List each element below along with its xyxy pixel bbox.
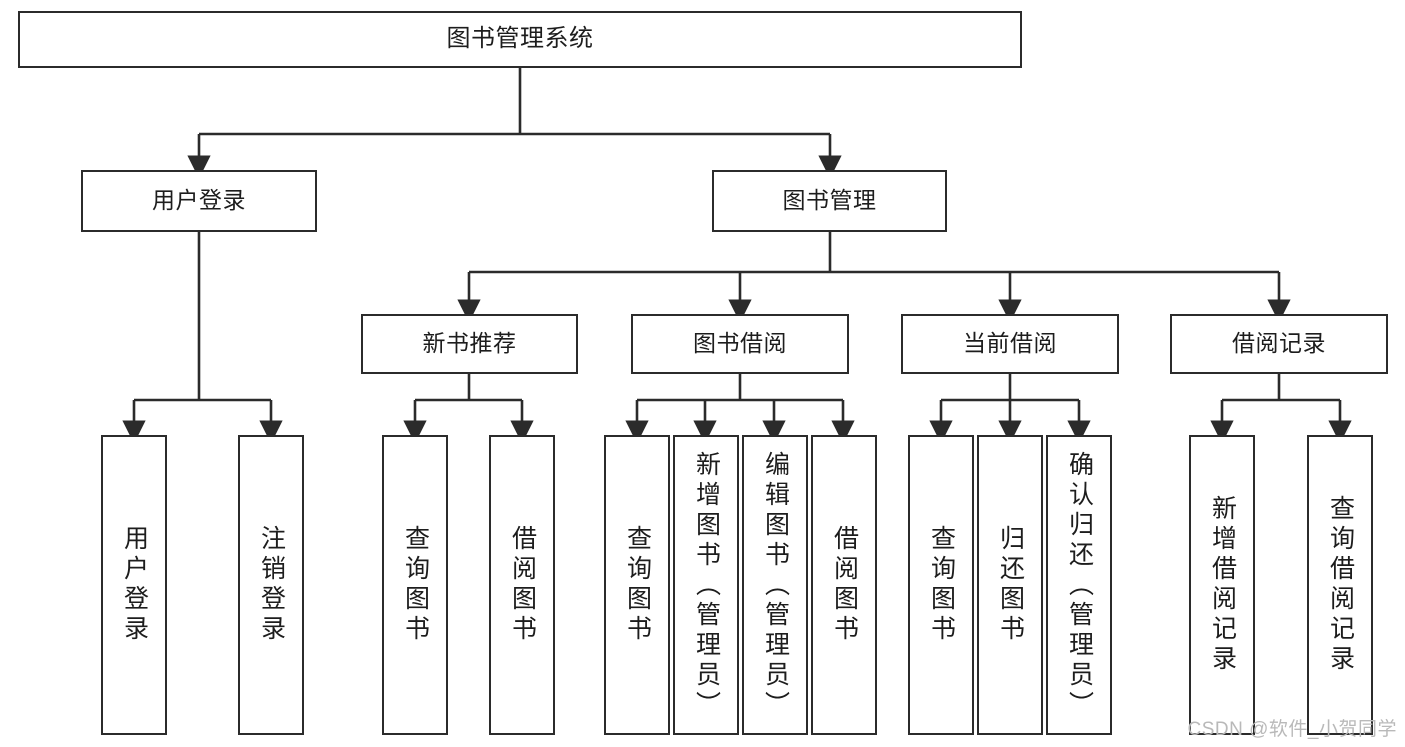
- node-root-system-label: 图书管理系统: [446, 25, 594, 53]
- node-current-borrow[interactable]: 当前借阅: [901, 314, 1119, 374]
- leaf-borrow-edit-book-admin[interactable]: 编辑图书（管理员）: [742, 435, 808, 735]
- node-book-borrow[interactable]: 图书借阅: [631, 314, 849, 374]
- node-book-management[interactable]: 图书管理: [712, 170, 947, 232]
- node-new-book-recommend-label: 新书推荐: [422, 330, 517, 357]
- node-book-management-label: 图书管理: [782, 187, 877, 214]
- node-book-borrow-label: 图书借阅: [693, 330, 787, 357]
- leaf-recommend-borrow-book[interactable]: 借阅图书: [489, 435, 555, 735]
- leaf-recommend-query-book-label: 查询图书: [401, 525, 430, 645]
- node-borrow-record-label: 借阅记录: [1232, 330, 1326, 357]
- leaf-borrow-query-book-label: 查询图书: [623, 525, 652, 645]
- leaf-current-return-book-label: 归还图书: [996, 525, 1025, 645]
- leaf-borrow-borrow-book[interactable]: 借阅图书: [811, 435, 877, 735]
- leaf-current-query-book-label: 查询图书: [927, 525, 956, 645]
- leaf-user-login-logout-label: 注销登录: [257, 525, 286, 645]
- leaf-current-confirm-return-admin[interactable]: 确认归还（管理员）: [1046, 435, 1112, 735]
- leaf-recommend-query-book[interactable]: 查询图书: [382, 435, 448, 735]
- leaf-borrow-query-book[interactable]: 查询图书: [604, 435, 670, 735]
- node-current-borrow-label: 当前借阅: [963, 330, 1057, 357]
- leaf-user-login-logout[interactable]: 注销登录: [238, 435, 304, 735]
- leaf-record-add-record-label: 新增借阅记录: [1208, 495, 1237, 675]
- leaf-record-add-record[interactable]: 新增借阅记录: [1189, 435, 1255, 735]
- leaf-current-return-book[interactable]: 归还图书: [977, 435, 1043, 735]
- leaf-user-login-login-label: 用户登录: [120, 525, 149, 645]
- leaf-record-query-record[interactable]: 查询借阅记录: [1307, 435, 1373, 735]
- leaf-borrow-add-book-admin[interactable]: 新增图书（管理员）: [673, 435, 739, 735]
- csdn-watermark: CSDN @软件_小贺同学: [1187, 719, 1397, 740]
- leaf-borrow-borrow-book-label: 借阅图书: [830, 525, 859, 645]
- leaf-user-login-login[interactable]: 用户登录: [101, 435, 167, 735]
- leaf-borrow-add-book-admin-label: 新增图书（管理员）: [692, 451, 721, 721]
- node-new-book-recommend[interactable]: 新书推荐: [361, 314, 578, 374]
- leaf-current-query-book[interactable]: 查询图书: [908, 435, 974, 735]
- leaf-current-confirm-return-admin-label: 确认归还（管理员）: [1065, 451, 1094, 721]
- node-root-system[interactable]: 图书管理系统: [18, 11, 1022, 68]
- leaf-recommend-borrow-book-label: 借阅图书: [508, 525, 537, 645]
- node-user-login-label: 用户登录: [152, 187, 246, 214]
- leaf-borrow-edit-book-admin-label: 编辑图书（管理员）: [761, 451, 790, 721]
- node-user-login[interactable]: 用户登录: [81, 170, 317, 232]
- leaf-record-query-record-label: 查询借阅记录: [1326, 495, 1355, 675]
- node-borrow-record[interactable]: 借阅记录: [1170, 314, 1388, 374]
